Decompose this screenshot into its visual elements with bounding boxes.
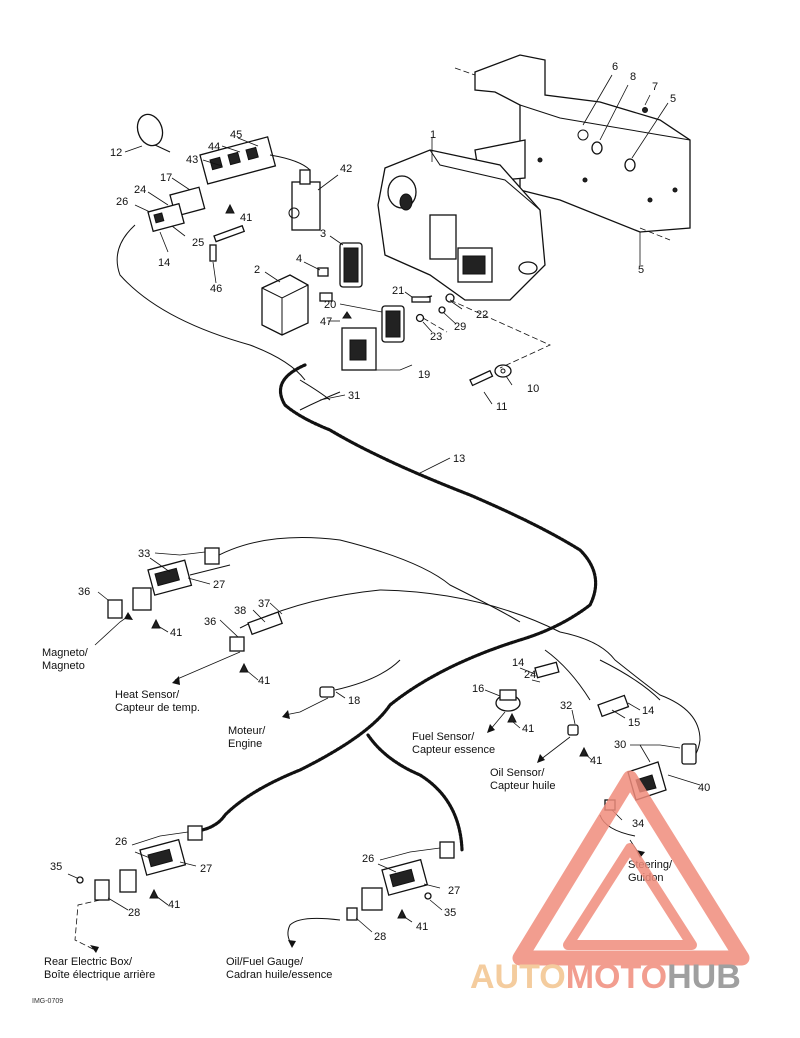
callout-16: 16: [472, 683, 484, 695]
callout-27-magneto: 27: [213, 579, 225, 591]
callout-21: 21: [392, 285, 404, 297]
callout-28-rear: 28: [128, 907, 140, 919]
electronic-module: [377, 138, 546, 301]
callout-26-gauge: 26: [362, 853, 374, 865]
callout-2: 2: [254, 264, 260, 276]
caption-gauge-en: Oil/Fuel Gauge/: [226, 956, 304, 968]
callout-44: 44: [208, 141, 220, 153]
callout-11: 11: [496, 401, 507, 413]
caption-fuel-en: Fuel Sensor/: [412, 731, 475, 743]
caption-heat-en: Heat Sensor/: [115, 689, 180, 701]
callout-24-fuel: 24: [524, 669, 536, 681]
callout-45: 45: [230, 129, 242, 141]
caption-rear-en: Rear Electric Box/: [44, 956, 133, 968]
watermark-text-moto: MOTO: [566, 958, 667, 996]
callout-34: 34: [632, 818, 644, 830]
callout-4: 4: [296, 253, 302, 265]
callout-5-bottom: 5: [638, 264, 644, 276]
callout-1: 1: [430, 129, 436, 141]
callout-28-gauge: 28: [374, 931, 386, 943]
caption-engine-en: Engine: [228, 738, 262, 750]
callout-35-rear: 35: [50, 861, 62, 873]
callout-14-fuel: 14: [512, 657, 524, 669]
caption-fuel-fr: Capteur essence: [412, 744, 495, 756]
watermark-text: AUTOMOTOHUB: [470, 958, 741, 996]
callout-20: 20: [324, 299, 336, 311]
callout-6: 6: [612, 61, 618, 73]
caption-rear-fr: Boîte électrique arrière: [44, 969, 155, 981]
callout-27-rear: 27: [200, 863, 212, 875]
watermark-inner-triangle: [563, 843, 697, 950]
callout-29: 29: [454, 321, 466, 333]
callout-41-magneto: 41: [170, 627, 182, 639]
fuel-sensor: [484, 661, 560, 733]
callout-41-top: 41: [240, 212, 252, 224]
upper-left-cluster: [116, 113, 339, 381]
caption-engine-fr: Moteur/: [228, 725, 266, 737]
callout-7: 7: [652, 81, 658, 93]
callout-33: 33: [138, 548, 150, 560]
callout-8: 8: [630, 71, 636, 83]
callout-47: 47: [320, 316, 332, 328]
caption-gauge-fr: Cadran huile/essence: [226, 969, 332, 981]
callout-25: 25: [192, 237, 204, 249]
callout-38: 38: [234, 605, 246, 617]
callout-10: 10: [527, 383, 539, 395]
callout-41-heat: 41: [258, 675, 270, 687]
caption-oil-fr: Capteur huile: [490, 780, 555, 792]
hardware: [404, 291, 551, 405]
callout-40: 40: [698, 782, 710, 794]
heat-sensor: [172, 602, 284, 685]
watermark-text-hub: HUB: [667, 958, 741, 996]
callout-23: 23: [430, 331, 442, 343]
watermark-logo: AUTOMOTOHUB: [470, 770, 750, 996]
callout-37: 37: [258, 598, 270, 610]
callout-12: 12: [110, 147, 122, 159]
rear-electric-box: [67, 825, 203, 953]
engine-connector: [282, 686, 346, 719]
callout-27-gauge: 27: [448, 885, 460, 897]
callout-41-rear: 41: [168, 899, 180, 911]
callout-35-gauge: 35: [444, 907, 456, 919]
relay-and-connectors: [261, 235, 413, 371]
caption-magneto-en: Magneto/: [42, 647, 89, 659]
callout-14-oil: 14: [642, 705, 654, 717]
magneto-connectors: [94, 547, 220, 646]
watermark-text-auto: AUTO: [470, 958, 566, 996]
callout-14-top: 14: [158, 257, 170, 269]
caption-oil-en: Oil Sensor/: [490, 767, 545, 779]
watermark-triangle: [512, 770, 750, 966]
callout-41-oil: 41: [590, 755, 602, 767]
figure-code: IMG-0709: [32, 998, 63, 1005]
callout-3: 3: [320, 228, 326, 240]
callout-41-gauge: 41: [416, 921, 428, 933]
callout-17: 17: [160, 172, 172, 184]
oil-sensor: [537, 694, 641, 763]
callout-36-heat: 36: [204, 616, 216, 628]
callout-26-top: 26: [116, 196, 128, 208]
caption-heat-fr: Capteur de temp.: [115, 702, 200, 714]
callout-13: 13: [453, 453, 465, 465]
callout-46: 46: [210, 283, 222, 295]
callout-numbers: 1 2 3 4 5 5 6 7 8 10 11 12 13 14 14 14 1…: [50, 61, 710, 943]
oil-fuel-gauge-connectors: [287, 841, 455, 948]
callout-41-fuel: 41: [522, 723, 534, 735]
callout-5-top: 5: [670, 93, 676, 105]
callout-22: 22: [476, 309, 488, 321]
callout-43: 43: [186, 154, 198, 166]
callout-26-rear: 26: [115, 836, 127, 848]
main-harness: [188, 363, 701, 852]
callout-32: 32: [560, 700, 572, 712]
callout-18: 18: [348, 695, 360, 707]
callout-15: 15: [628, 717, 640, 729]
callout-36-magneto: 36: [78, 586, 90, 598]
callout-30: 30: [614, 739, 626, 751]
callout-31: 31: [348, 390, 360, 402]
callout-19: 19: [418, 369, 430, 381]
caption-magneto-fr: Magneto: [42, 660, 85, 672]
callout-24-top: 24: [134, 184, 146, 196]
callout-42: 42: [340, 163, 352, 175]
